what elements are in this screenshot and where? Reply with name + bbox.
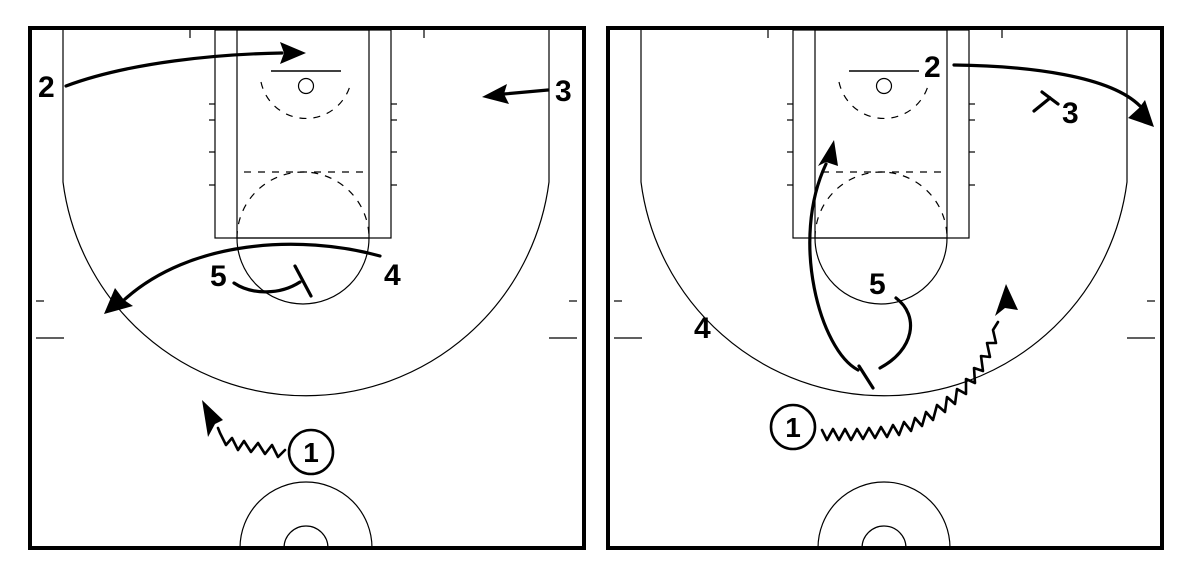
player-1-label: 1: [785, 412, 801, 443]
player-1-ball-handler: 1: [287, 428, 335, 476]
player-4-cut-arrow: [104, 242, 382, 314]
player-1-dribble-arrow: [202, 400, 287, 459]
player-2-cut-arrow: [64, 42, 306, 88]
player-2-label: 2: [924, 51, 941, 84]
player-5-roll-arrow: [808, 140, 860, 372]
court-boundary: [606, 26, 1164, 550]
player-3-label: 3: [1062, 97, 1079, 130]
player-3-cut-arrow: [482, 84, 550, 104]
player-1-dribble-arrow: [820, 284, 1018, 442]
player-2-cut-arrow: [952, 63, 1154, 127]
player-3-screen: [1032, 90, 1060, 113]
player-5-screen: [857, 296, 912, 390]
player-4-label: 4: [694, 312, 711, 345]
court-boundary: [28, 26, 586, 550]
player-3-label: 3: [555, 75, 572, 108]
player-5-label: 5: [869, 268, 886, 301]
player-4-label: 4: [384, 259, 401, 292]
player-5-label: 5: [210, 260, 227, 293]
player-1-ball-handler: 1: [769, 403, 817, 451]
player-2-label: 2: [38, 71, 55, 104]
player-5-screen: [232, 264, 313, 298]
diagram-right: 2 3 4 5 1: [606, 26, 1164, 550]
player-1-label: 1: [303, 437, 319, 468]
diagram-left: 2 3 4 5 1: [28, 26, 586, 550]
